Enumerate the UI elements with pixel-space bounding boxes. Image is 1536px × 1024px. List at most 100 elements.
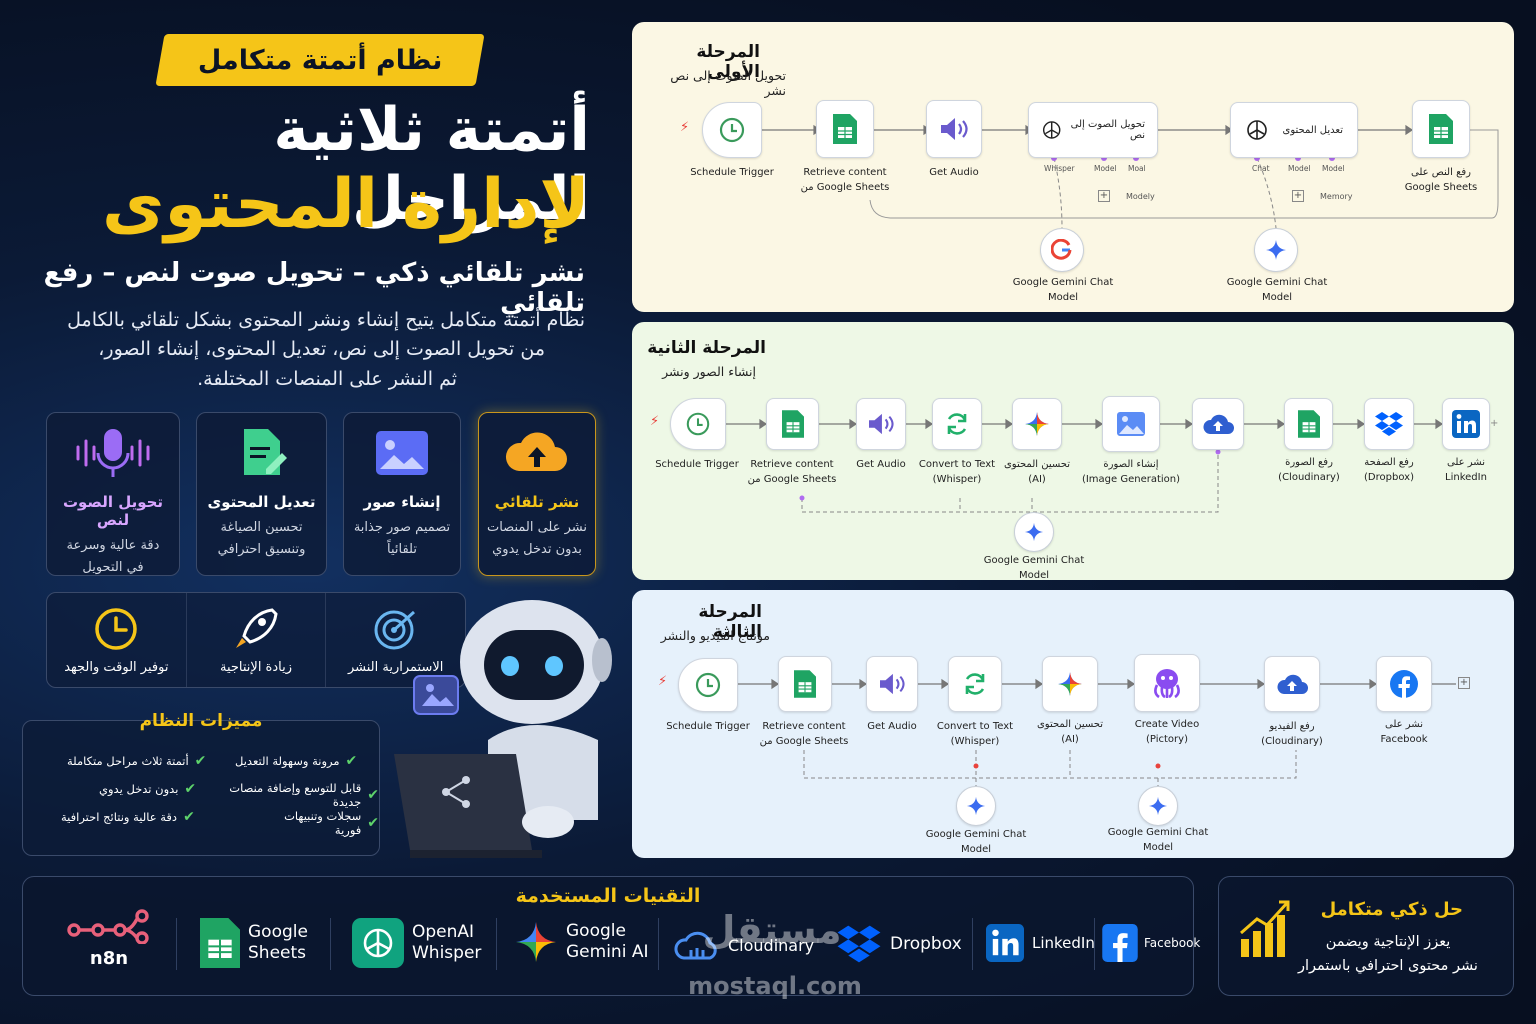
- trigger-bolt-icon: ⚡: [658, 674, 668, 689]
- main-title-line2: لإدارة المحتوى: [102, 165, 590, 244]
- node-gemini-chat-model[interactable]: [956, 786, 996, 826]
- microphone-icon: [76, 429, 150, 477]
- node-get-audio[interactable]: [926, 100, 982, 158]
- dropbox-icon: [837, 925, 881, 963]
- add-node-icon[interactable]: +: [1490, 418, 1499, 429]
- node-post-facebook[interactable]: [1376, 656, 1432, 712]
- check-icon: ✔: [367, 815, 379, 831]
- linkedin-icon: [1452, 410, 1480, 438]
- node-improve-content[interactable]: [1042, 656, 1098, 712]
- openai-icon: [1042, 121, 1061, 139]
- node-get-audio[interactable]: [866, 656, 918, 712]
- refresh-icon: [965, 673, 985, 695]
- image-icon: [376, 431, 428, 475]
- tech-dropbox: Dropbox: [836, 924, 962, 964]
- header-badge: نظام أتمتة متكامل: [155, 34, 485, 86]
- clock-icon: [686, 412, 710, 436]
- google-g-icon: [1051, 239, 1072, 260]
- facebook-icon: [1390, 670, 1418, 699]
- node-schedule-trigger[interactable]: [678, 658, 738, 712]
- linkedin-icon: [986, 924, 1024, 962]
- dropbox-icon: [1375, 412, 1403, 436]
- cloud-upload-icon: [1277, 674, 1308, 694]
- node-label: رفع الصفحة(Dropbox): [1364, 457, 1414, 483]
- speaker-icon: [880, 673, 905, 695]
- node-label: إنشاء الصورة(Image Generation): [1081, 459, 1181, 485]
- feature-item: ✔أتمتة ثلاث مراحل متكاملة: [67, 753, 207, 769]
- openai-icon: [1247, 120, 1267, 140]
- node-label: Convert to Text(Whisper): [936, 721, 1014, 747]
- node-label: Convert to Text(Whisper): [918, 459, 996, 485]
- image-icon: [1117, 412, 1145, 436]
- sub-label: Memory: [1320, 192, 1353, 201]
- node-upload-video[interactable]: [1264, 656, 1320, 712]
- cloud-upload-icon: [1203, 414, 1234, 434]
- node-speech-to-text[interactable]: تحويل الصوت إلى نص: [1028, 102, 1158, 158]
- benefit-item: زيادة الإنتاجية: [185, 593, 326, 687]
- node-gemini-chat-model[interactable]: [1040, 228, 1084, 272]
- gemini-star-icon: [966, 796, 986, 816]
- node-create-image[interactable]: [1102, 396, 1160, 452]
- node-upload-text-sheets[interactable]: [1412, 100, 1470, 158]
- check-icon: ✔: [345, 753, 358, 769]
- google-sheets-icon: [1297, 410, 1320, 438]
- node-upload-image-sheets[interactable]: [1284, 398, 1333, 450]
- node-label: تحسين المحتوى(AI): [1003, 459, 1071, 485]
- watermark-url: mostaql.com: [688, 972, 862, 1000]
- phase3-panel: المرحلة الثالثة مونتاج الفيديو والنشر ⚡ …: [632, 590, 1514, 858]
- gemini-star-icon: [1058, 672, 1082, 696]
- node-gemini-chat-model[interactable]: [1138, 786, 1178, 826]
- node-retrieve-content[interactable]: [816, 100, 874, 158]
- cloudinary-icon: [674, 931, 717, 960]
- check-icon: ✔: [184, 781, 197, 797]
- node-label: Create Video(Pictory): [1134, 719, 1200, 745]
- description: نظام أتمتة متكامل يتيح إنشاء ونشر المحتو…: [67, 309, 585, 390]
- speaker-icon: [941, 118, 968, 140]
- node-create-video[interactable]: [1134, 654, 1200, 712]
- sub-label: Model: [1288, 164, 1311, 173]
- benefit-item: توفير الوقت والجهد: [47, 593, 186, 687]
- node-label: رفع الفيديو(Cloudinary): [1261, 721, 1323, 747]
- node-convert-to-text[interactable]: [932, 398, 982, 450]
- google-sheets-icon: [781, 410, 804, 438]
- gemini-star-icon: [516, 922, 556, 962]
- node-schedule-trigger[interactable]: [670, 398, 726, 450]
- phase2-title: المرحلة الثانية: [647, 338, 766, 358]
- add-node-icon[interactable]: +: [1458, 677, 1470, 689]
- features-title: مميزات النظام: [139, 711, 263, 731]
- phase3-subtitle: مونتاج الفيديو والنشر: [660, 628, 770, 643]
- node-gemini-chat-model[interactable]: [1254, 228, 1298, 272]
- node-cloud-upload[interactable]: [1192, 398, 1244, 450]
- refresh-icon: [947, 413, 967, 435]
- clock-icon: [695, 672, 721, 698]
- node-schedule-trigger[interactable]: [702, 102, 762, 158]
- feature-item: ✔بدون تدخل يدوي: [99, 781, 197, 797]
- rocket-icon: [236, 607, 278, 648]
- node-retrieve-content[interactable]: [766, 398, 819, 450]
- phase2-connectors: [726, 418, 1444, 520]
- add-model-icon[interactable]: +: [1292, 190, 1304, 202]
- node-edit-content[interactable]: تعديل المحتوى: [1230, 102, 1358, 158]
- watermark-logo: مستقل: [702, 908, 842, 952]
- node-post-linkedin[interactable]: [1442, 398, 1490, 450]
- node-label: Schedule Trigger: [655, 459, 739, 470]
- add-model-icon[interactable]: +: [1098, 190, 1110, 202]
- node-convert-to-text[interactable]: [948, 656, 1002, 712]
- clock-icon: [95, 607, 138, 650]
- phase1-title: المرحلة الأولى: [696, 42, 760, 82]
- node-upload-dropbox[interactable]: [1364, 398, 1414, 450]
- node-get-audio[interactable]: [856, 398, 906, 450]
- phase1-panel: المرحلة الأولى تحويل الصوت إلى نص نشر ⚡ …: [632, 22, 1514, 312]
- node-gemini-chat-model[interactable]: [1014, 512, 1054, 552]
- node-retrieve-content[interactable]: [778, 656, 832, 712]
- node-improve-content[interactable]: [1012, 398, 1062, 450]
